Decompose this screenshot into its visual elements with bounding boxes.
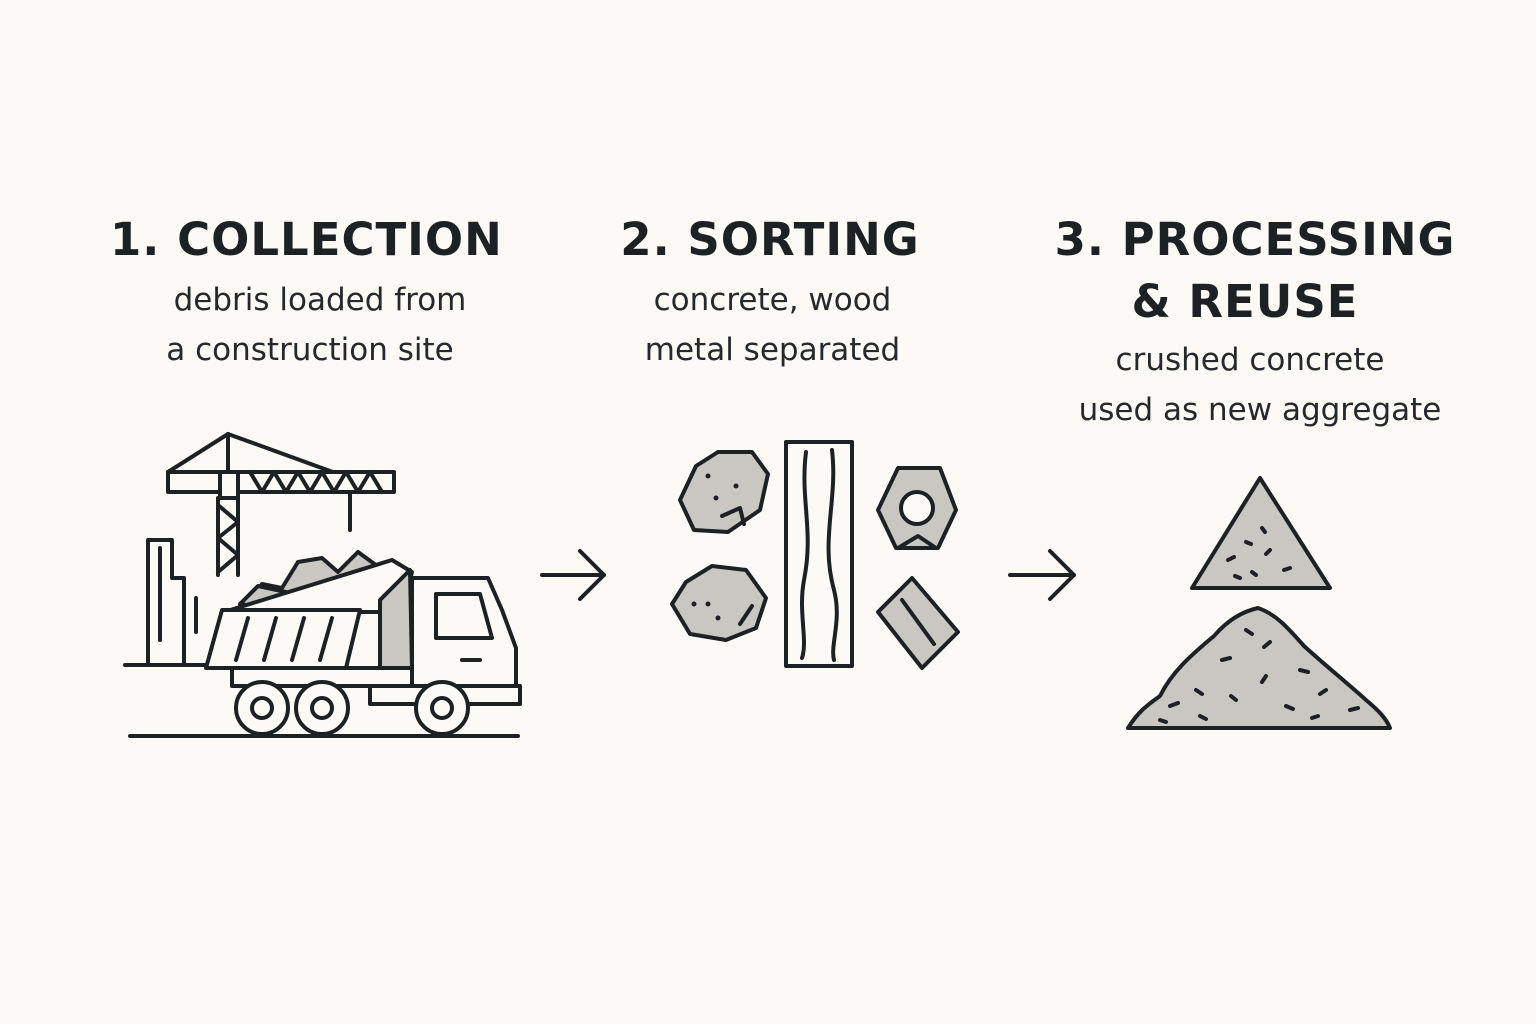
step-1-description-line-2: a construction site [166,332,454,368]
step-3-title-line-1: 3. PROCESSING [1054,213,1456,266]
arrow-right-icon [540,549,606,601]
aggregate-pile-icon [1126,476,1392,730]
dump-truck-crane-icon [123,432,522,738]
step-1-description-line-1: debris loaded from [173,282,467,318]
sorted-materials-icon [670,440,960,670]
dump-truck-icon [204,550,522,736]
metal-shard-icon [876,576,960,670]
step-3-description-line-2: used as new aggregate [1078,392,1442,428]
wood-plank-icon [784,440,854,668]
gravel-pile-icon [1126,606,1392,730]
building-outline [123,538,212,667]
step-2-title: 2. SORTING [620,213,920,266]
concrete-chunk-icon [670,564,768,642]
aggregate-triangle-icon [1190,476,1332,590]
hex-nut-icon [876,466,958,550]
step-3-title-line-2: & REUSE [1131,275,1359,328]
step-1-title: 1. COLLECTION [110,213,503,266]
concrete-chunk-icon [678,450,770,534]
arrow-right-icon [1008,549,1076,601]
step-2-description-line-2: metal separated [644,332,901,368]
step-3-description-line-1: crushed concrete [1115,342,1385,378]
step-2-description-line-1: concrete, wood [653,282,892,318]
crane-icon [166,432,396,577]
